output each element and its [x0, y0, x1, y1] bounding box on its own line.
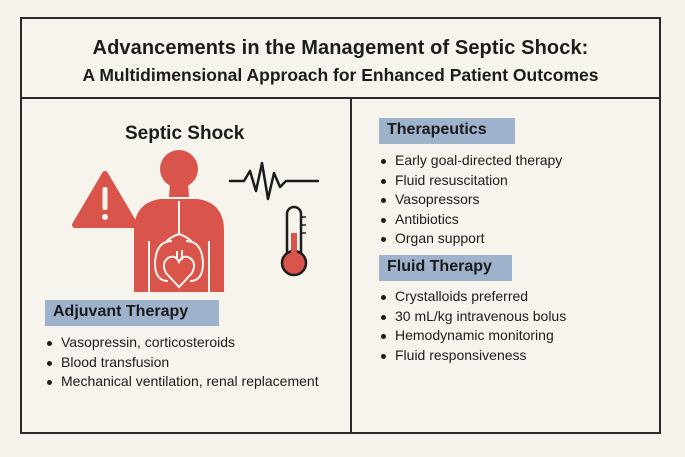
- list-item: Antibiotics: [378, 210, 648, 230]
- adjuvant-therapy-label: Adjuvant Therapy: [45, 300, 219, 326]
- list-item: Vasopressors: [378, 190, 648, 210]
- infographic-frame: Advancements in the Management of Septic…: [20, 17, 661, 434]
- heartbeat-line-icon: [228, 161, 320, 201]
- lungs-icon: [153, 201, 205, 282]
- list-item: Early goal-directed therapy: [378, 151, 648, 171]
- list-item: Fluid responsiveness: [378, 346, 648, 366]
- list-item: Blood transfusion: [44, 353, 334, 373]
- column-divider: [350, 99, 352, 432]
- list-item: Crystalloids preferred: [378, 287, 648, 307]
- adjuvant-therapy-list: Vasopressin, corticosteroids Blood trans…: [44, 333, 334, 392]
- fluid-therapy-list: Crystalloids preferred 30 mL/kg intraven…: [378, 287, 648, 365]
- septic-shock-illustration: [72, 150, 320, 292]
- list-item: Vasopressin, corticosteroids: [44, 333, 334, 353]
- list-item: Organ support: [378, 229, 648, 249]
- header: Advancements in the Management of Septic…: [22, 19, 659, 99]
- list-item: Fluid resuscitation: [378, 171, 648, 191]
- therapeutics-label: Therapeutics: [379, 118, 515, 144]
- warning-icon: [72, 171, 138, 228]
- septic-shock-heading: Septic Shock: [125, 123, 245, 144]
- list-item: Mechanical ventilation, renal replacemen…: [44, 372, 334, 392]
- page-subtitle: A Multidimensional Approach for Enhanced…: [82, 65, 599, 85]
- thermometer-icon: [280, 205, 308, 277]
- fluid-therapy-label: Fluid Therapy: [379, 255, 512, 281]
- heart-icon: [162, 250, 196, 289]
- page-title: Advancements in the Management of Septic…: [92, 37, 589, 59]
- therapeutics-list: Early goal-directed therapy Fluid resusc…: [378, 151, 648, 249]
- list-item: 30 mL/kg intravenous bolus: [378, 307, 648, 327]
- list-item: Hemodynamic monitoring: [378, 326, 648, 346]
- human-body-icon: [134, 150, 224, 292]
